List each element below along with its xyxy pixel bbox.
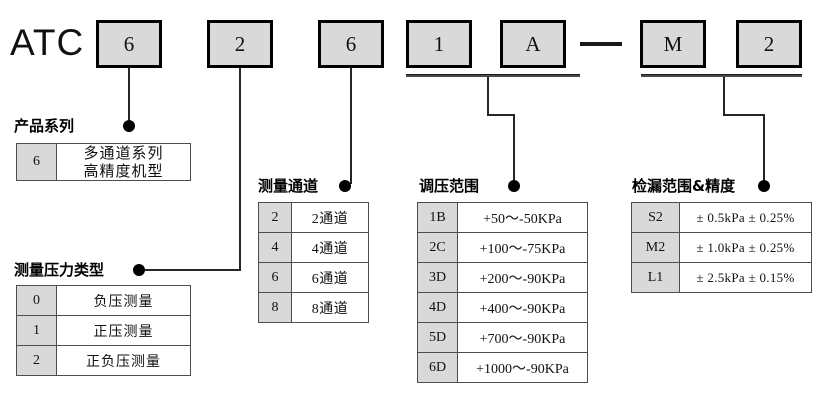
caption-pressure-range: 调压范围 (419, 177, 480, 195)
pressure-type-key-0: 0 (16, 285, 57, 316)
table-leak-range: S2 ± 0.5kPa ± 0.25% M2 ± 1.0kPa ± 0.25% … (631, 202, 812, 293)
leak-range-key-2: L1 (631, 262, 680, 293)
measure-channels-value-3: 8通道 (291, 292, 369, 323)
connector-range-horizontal (487, 114, 515, 116)
table-product-series: 6 多通道系列 高精度机型 (16, 143, 191, 181)
table-row: 6D +1000～-90KPa (417, 352, 588, 383)
product-series-value-0-line1: 多通道系列 (83, 144, 164, 162)
caption-leak-range: 检漏范围&精度 (632, 177, 736, 195)
pressure-range-value-0: +50～-50KPa (457, 202, 588, 233)
code-box-pressure-type[interactable]: 2 (207, 20, 273, 68)
connector-range-vertical-b (513, 114, 515, 184)
connector-range-dot (508, 180, 520, 192)
measure-channels-key-3: 8 (258, 292, 292, 323)
product-series-value-0: 多通道系列 高精度机型 (56, 143, 191, 181)
caption-measure-channels: 测量通道 (258, 177, 319, 195)
connector-leak-vertical-a (723, 77, 725, 116)
connector-leak-vertical-b (763, 114, 765, 184)
table-row: L1 ± 2.5kPa ± 0.15% (631, 262, 812, 293)
table-row: M2 ± 1.0kPa ± 0.25% (631, 232, 812, 263)
connector-range-bracket (406, 74, 580, 77)
connector-series-dot (123, 120, 135, 132)
brand-label: ATC (10, 22, 85, 63)
code-box-range-2[interactable]: A (500, 20, 566, 68)
measure-channels-value-2: 6通道 (291, 262, 369, 293)
connector-pressure-type-vertical (239, 68, 241, 270)
table-row: 0 负压测量 (16, 285, 191, 316)
table-row: 1B +50～-50KPa (417, 202, 588, 233)
table-row: 2 2通道 (258, 202, 369, 233)
connector-range-vertical-a (487, 77, 489, 116)
pressure-type-value-2: 正负压测量 (56, 345, 191, 376)
code-box-range-1[interactable]: 1 (406, 20, 472, 68)
pressure-range-value-3: +400～-90KPa (457, 292, 588, 323)
pressure-range-key-0: 1B (417, 202, 458, 233)
product-series-key-0: 6 (16, 143, 57, 181)
table-row: 2C +100～-75KPa (417, 232, 588, 263)
measure-channels-key-2: 6 (258, 262, 292, 293)
product-series-value-0-line2: 高精度机型 (83, 162, 164, 180)
connector-leak-bracket (641, 74, 802, 77)
table-row: 4D +400～-90KPa (417, 292, 588, 323)
connector-leak-dot (758, 180, 770, 192)
pressure-range-key-2: 3D (417, 262, 458, 293)
pressure-range-key-1: 2C (417, 232, 458, 263)
connector-pressure-type-horizontal (145, 269, 241, 271)
table-row: 3D +200～-90KPa (417, 262, 588, 293)
table-measure-channels: 2 2通道 4 4通道 6 6通道 8 8通道 (258, 202, 369, 323)
table-row: 4 4通道 (258, 232, 369, 263)
code-box-leak-1[interactable]: M (640, 20, 706, 68)
table-row: 5D +700～-90KPa (417, 322, 588, 353)
table-row: S2 ± 0.5kPa ± 0.25% (631, 202, 812, 233)
leak-range-value-2: ± 2.5kPa ± 0.15% (679, 262, 812, 293)
pressure-type-value-0: 负压测量 (56, 285, 191, 316)
code-box-channels[interactable]: 6 (318, 20, 384, 68)
pressure-type-key-2: 2 (16, 345, 57, 376)
pressure-range-key-4: 5D (417, 322, 458, 353)
leak-range-value-1: ± 1.0kPa ± 0.25% (679, 232, 812, 263)
leak-range-value-0: ± 0.5kPa ± 0.25% (679, 202, 812, 233)
pressure-range-value-2: +200～-90KPa (457, 262, 588, 293)
pressure-type-key-1: 1 (16, 315, 57, 346)
pressure-range-key-3: 4D (417, 292, 458, 323)
connector-channels-dot (339, 180, 351, 192)
leak-range-key-0: S2 (631, 202, 680, 233)
table-pressure-range: 1B +50～-50KPa 2C +100～-75KPa 3D +200～-90… (417, 202, 588, 383)
pressure-range-value-4: +700～-90KPa (457, 322, 588, 353)
table-row: 6 多通道系列 高精度机型 (16, 143, 191, 181)
pressure-range-value-5: +1000～-90KPa (457, 352, 588, 383)
table-row: 6 6通道 (258, 262, 369, 293)
measure-channels-value-0: 2通道 (291, 202, 369, 233)
connector-channels-vertical (350, 68, 352, 184)
pressure-range-key-5: 6D (417, 352, 458, 383)
connector-pressure-type-dot (133, 264, 145, 276)
pressure-range-value-1: +100～-75KPa (457, 232, 588, 263)
leak-range-key-1: M2 (631, 232, 680, 263)
table-row: 2 正负压测量 (16, 345, 191, 376)
caption-pressure-type: 测量压力类型 (14, 261, 105, 279)
table-row: 8 8通道 (258, 292, 369, 323)
measure-channels-key-0: 2 (258, 202, 292, 233)
pressure-type-value-1: 正压测量 (56, 315, 191, 346)
separator-dash (580, 42, 622, 46)
table-row: 1 正压测量 (16, 315, 191, 346)
caption-product-series: 产品系列 (14, 117, 75, 135)
code-box-leak-2[interactable]: 2 (736, 20, 802, 68)
measure-channels-value-1: 4通道 (291, 232, 369, 263)
connector-series-vertical (128, 68, 130, 122)
connector-leak-horizontal (723, 114, 765, 116)
measure-channels-key-1: 4 (258, 232, 292, 263)
code-box-series[interactable]: 6 (96, 20, 162, 68)
table-pressure-type: 0 负压测量 1 正压测量 2 正负压测量 (16, 285, 191, 376)
